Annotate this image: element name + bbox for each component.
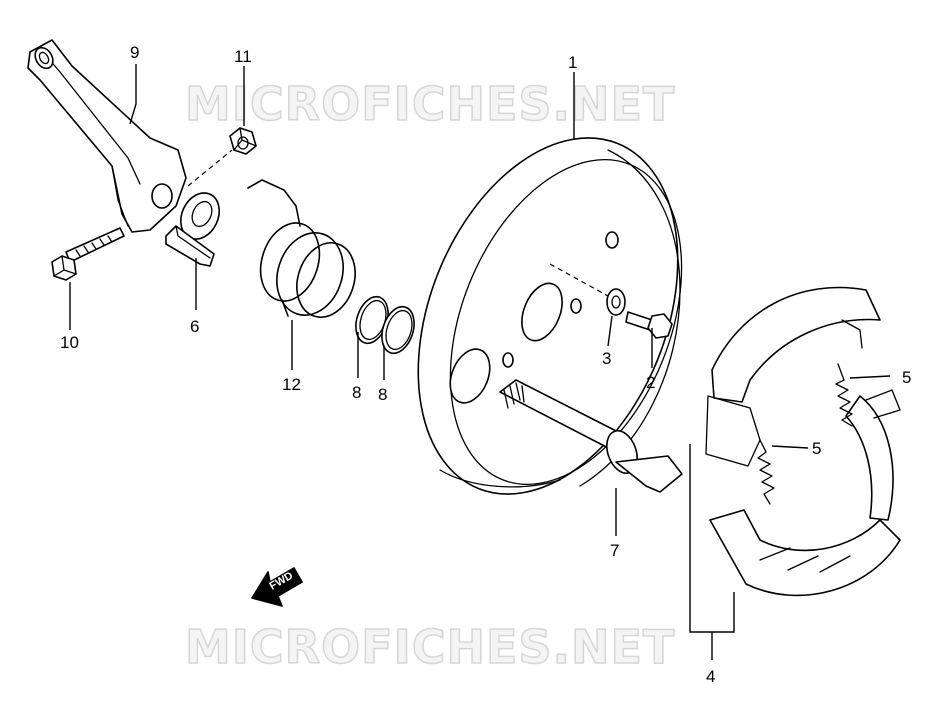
brake-cam-lever xyxy=(27,39,187,233)
callout-8b: 8 xyxy=(378,385,387,404)
washer-guide-line xyxy=(549,263,609,297)
watermark-top: MICROFICHES.NET xyxy=(185,77,675,131)
callout-9: 9 xyxy=(130,43,139,62)
callout-5a: 5 xyxy=(902,368,911,387)
panel-bolt xyxy=(625,311,673,339)
shoe-spring-b xyxy=(757,439,775,505)
callout-3: 3 xyxy=(602,349,611,368)
leader-lines xyxy=(69,64,891,660)
arrow-left-icon xyxy=(251,567,303,607)
callout-12: 12 xyxy=(282,375,301,394)
callout-11: 11 xyxy=(234,47,252,66)
brake-panel xyxy=(417,137,683,495)
callout-6: 6 xyxy=(190,317,199,336)
lever-bolt xyxy=(51,227,125,281)
fwd-arrow: FWD xyxy=(251,567,303,607)
return-spring xyxy=(247,179,356,318)
callout-1: 1 xyxy=(568,53,577,72)
nut-guide-line xyxy=(187,149,233,187)
brake-camshaft xyxy=(499,379,683,493)
shoe-spring-a xyxy=(835,363,853,427)
brake-shoe-lower xyxy=(709,389,901,597)
brake-shoe-upper xyxy=(705,286,881,467)
callout-4: 4 xyxy=(706,667,715,686)
panel-washer xyxy=(606,288,626,316)
lever-nut xyxy=(229,127,257,155)
callout-7: 7 xyxy=(610,541,619,560)
callout-5b: 5 xyxy=(812,439,821,458)
o-ring-b xyxy=(381,305,415,355)
wear-indicator-plate xyxy=(165,225,215,267)
watermark-bottom: MICROFICHES.NET xyxy=(185,620,675,674)
callout-2: 2 xyxy=(646,373,655,392)
callout-8a: 8 xyxy=(352,383,361,402)
callout-10: 10 xyxy=(60,333,79,352)
